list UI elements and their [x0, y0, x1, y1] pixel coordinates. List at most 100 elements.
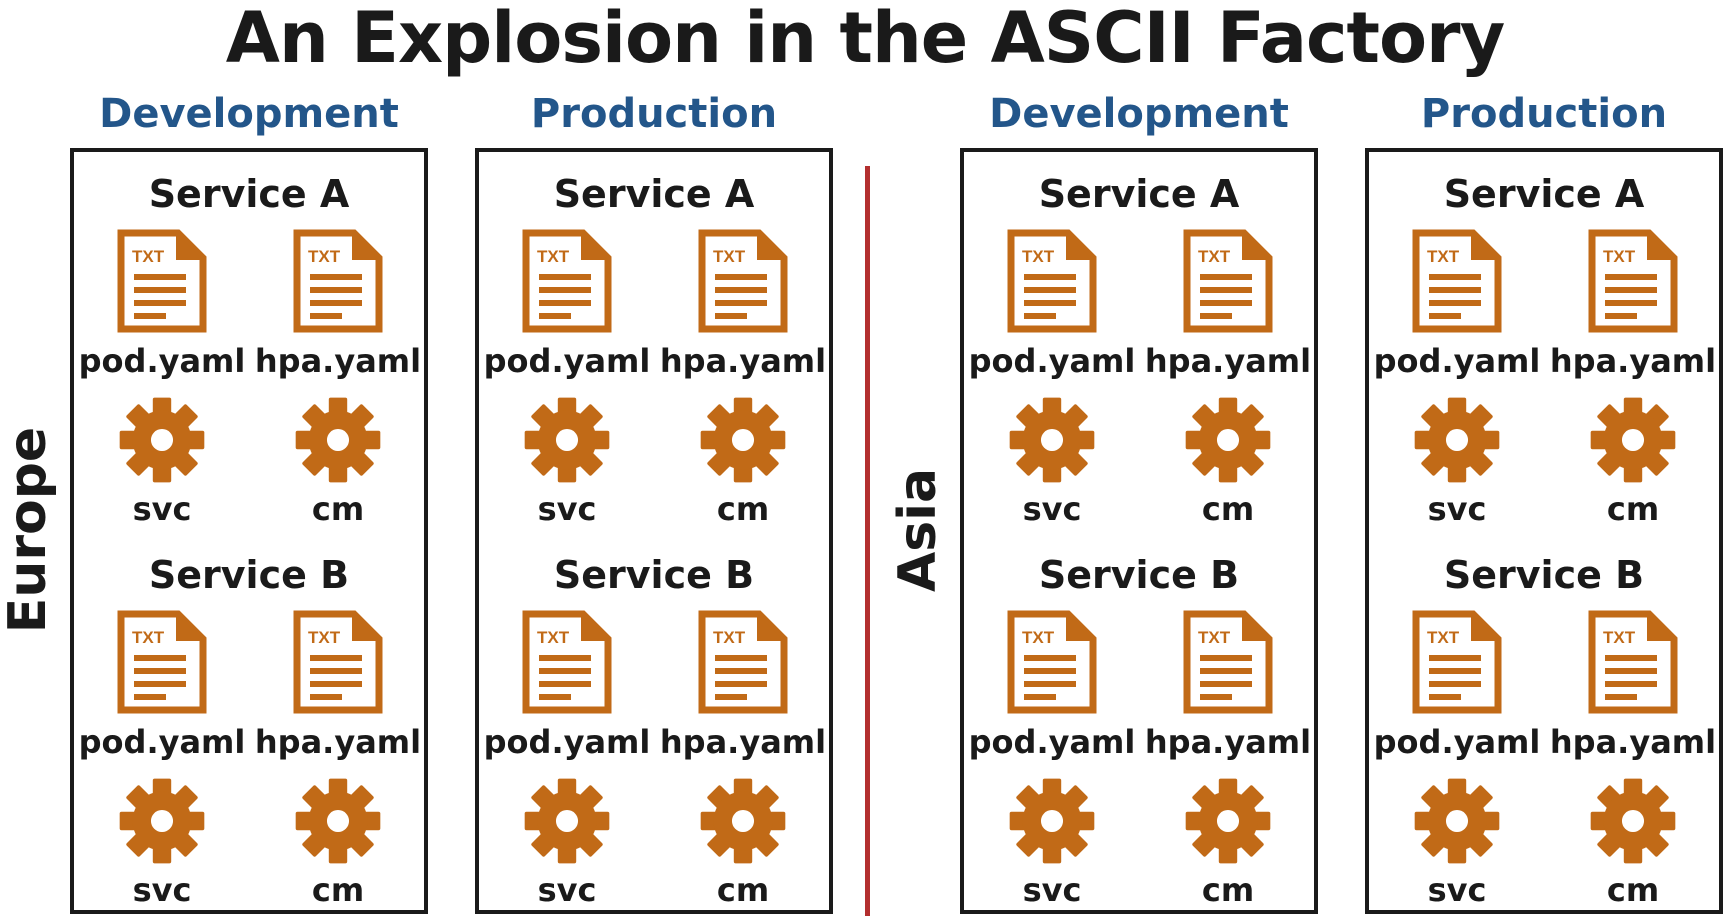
txt-file-icon: TXT [479, 228, 655, 334]
resource-item: cm [250, 394, 426, 528]
region-label-asia: Asia [888, 467, 949, 593]
file-label: pod.yaml [483, 723, 651, 761]
file-label: hpa.yaml [659, 723, 827, 761]
file-item: TXT pod.yaml [74, 228, 250, 380]
resource-item: svc [1369, 775, 1545, 909]
gear-icon [250, 394, 426, 486]
svg-text:TXT: TXT [1198, 247, 1231, 266]
resource-item: svc [74, 394, 250, 528]
resource-item: svc [479, 775, 655, 909]
resource-item: cm [1545, 775, 1721, 909]
environment-label-development: Development [989, 91, 1289, 137]
svg-text:TXT: TXT [713, 628, 746, 647]
resource-label: svc [132, 871, 192, 909]
resource-label: cm [716, 490, 770, 528]
service-title: Service B [1443, 553, 1645, 597]
txt-file-icon: TXT [655, 228, 831, 334]
region-label-europe: Europe [0, 426, 59, 634]
txt-file-icon: TXT [1140, 609, 1316, 715]
txt-file-icon: TXT [1545, 609, 1721, 715]
file-label: pod.yaml [483, 342, 651, 380]
resource-label: svc [1427, 871, 1487, 909]
resource-item: cm [655, 775, 831, 909]
service-title: Service A [148, 172, 350, 216]
resource-item: cm [1545, 394, 1721, 528]
file-label: pod.yaml [78, 342, 246, 380]
gear-icon [655, 775, 831, 867]
file-item: TXT pod.yaml [1369, 228, 1545, 380]
gear-icon [74, 394, 250, 486]
resource-label: svc [1022, 490, 1082, 528]
file-item: TXT pod.yaml [964, 609, 1140, 761]
file-label: pod.yaml [1373, 342, 1541, 380]
resource-item: svc [1369, 394, 1545, 528]
resource-item: cm [250, 775, 426, 909]
gear-icon [655, 394, 831, 486]
resource-item: cm [1140, 394, 1316, 528]
svg-text:TXT: TXT [308, 628, 341, 647]
gear-icon [1140, 394, 1316, 486]
svg-text:TXT: TXT [132, 247, 165, 266]
resource-item: svc [964, 394, 1140, 528]
service-title: Service B [553, 553, 755, 597]
svg-text:TXT: TXT [1022, 628, 1055, 647]
svg-text:TXT: TXT [713, 247, 746, 266]
resource-label: cm [311, 490, 365, 528]
resource-item: svc [964, 775, 1140, 909]
txt-file-icon: TXT [1140, 228, 1316, 334]
file-label: hpa.yaml [659, 342, 827, 380]
gear-icon [964, 394, 1140, 486]
gear-icon [1545, 394, 1721, 486]
file-label: pod.yaml [968, 723, 1136, 761]
diagram-title: An Explosion in the ASCII Factory [225, 0, 1505, 79]
file-label: pod.yaml [78, 723, 246, 761]
gear-icon [1369, 775, 1545, 867]
svg-text:TXT: TXT [1198, 628, 1231, 647]
environment-label-production: Production [530, 91, 778, 137]
gear-icon [74, 775, 250, 867]
gear-icon [1140, 775, 1316, 867]
txt-file-icon: TXT [964, 228, 1140, 334]
svg-text:TXT: TXT [1022, 247, 1055, 266]
resource-label: cm [1201, 490, 1255, 528]
file-item: TXT hpa.yaml [655, 228, 831, 380]
environment-label-development: Development [99, 91, 399, 137]
resource-item: cm [1140, 775, 1316, 909]
resource-item: svc [74, 775, 250, 909]
svg-text:TXT: TXT [1427, 628, 1460, 647]
txt-file-icon: TXT [250, 609, 426, 715]
gear-icon [1545, 775, 1721, 867]
file-label: hpa.yaml [1549, 723, 1717, 761]
svg-text:TXT: TXT [132, 628, 165, 647]
environment-label-production: Production [1420, 91, 1668, 137]
file-label: hpa.yaml [1144, 723, 1312, 761]
file-item: TXT pod.yaml [1369, 609, 1545, 761]
txt-file-icon: TXT [1369, 609, 1545, 715]
txt-file-icon: TXT [74, 228, 250, 334]
file-item: TXT hpa.yaml [1140, 609, 1316, 761]
gear-icon [964, 775, 1140, 867]
service-title: Service A [1038, 172, 1240, 216]
file-label: pod.yaml [1373, 723, 1541, 761]
gear-icon [479, 394, 655, 486]
svg-text:TXT: TXT [1603, 628, 1636, 647]
txt-file-icon: TXT [74, 609, 250, 715]
resource-label: svc [1427, 490, 1487, 528]
service-group: Service B TXT pod.yaml TXT hpa.yaml svc cm [1369, 533, 1719, 914]
file-label: hpa.yaml [1144, 342, 1312, 380]
file-label: hpa.yaml [254, 342, 422, 380]
svg-text:TXT: TXT [1427, 247, 1460, 266]
file-item: TXT pod.yaml [479, 228, 655, 380]
service-title: Service B [148, 553, 350, 597]
file-item: TXT hpa.yaml [1140, 228, 1316, 380]
